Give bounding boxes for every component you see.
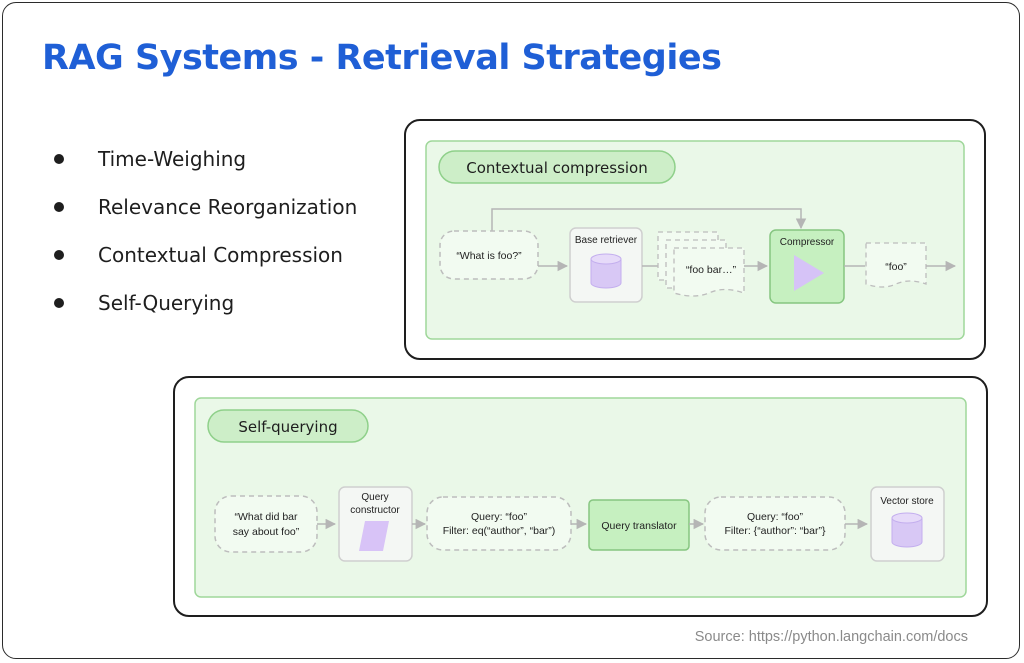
- query-constructor-label-line2: constructor: [350, 505, 400, 516]
- documents-text: “foo bar…”: [686, 264, 737, 276]
- bullet-dot-icon: [54, 298, 64, 308]
- vector-store-label: Vector store: [880, 496, 934, 507]
- output-document: [865, 242, 927, 288]
- query-bubble: [439, 230, 539, 280]
- bullet-text: Contextual Compression: [98, 243, 343, 267]
- query-bypass-arrow: [491, 208, 807, 231]
- diagram-label-pill: [207, 409, 369, 443]
- diagram-label-pill: [438, 150, 676, 184]
- database-icon: [590, 253, 622, 289]
- contextual-compression-diagram: Contextual compression “What is foo?” Ba…: [425, 140, 965, 340]
- diagram-label: Contextual compression: [466, 159, 648, 177]
- slide-title: RAG Systems - Retrieval Strategies: [42, 38, 722, 78]
- database-icon: [891, 512, 923, 548]
- structured-query-line1: Query: “foo”: [471, 511, 528, 523]
- bullet-item: Relevance Reorganization: [52, 190, 357, 238]
- bullet-list: Time-Weighing Relevance Reorganization C…: [52, 142, 357, 334]
- question-text-line2: say about foo”: [233, 526, 300, 538]
- parallelogram-icon: [359, 521, 389, 551]
- bullet-item: Time-Weighing: [52, 142, 357, 190]
- question-bubble: [214, 495, 318, 553]
- query-translator-node: [588, 499, 690, 551]
- bullet-text: Self-Querying: [98, 291, 235, 315]
- diagram-label: Self-querying: [238, 418, 337, 436]
- self-querying-diagram: Self-querying “What did bar say about fo…: [194, 397, 967, 598]
- structured-query-bubble: [426, 496, 572, 551]
- query-translator-label: Query translator: [601, 520, 677, 532]
- base-retriever-label: Base retriever: [575, 235, 638, 246]
- question-text-line1: “What did bar: [234, 511, 298, 523]
- bullet-item: Contextual Compression: [52, 238, 357, 286]
- self-querying-panel: Self-querying “What did bar say about fo…: [173, 376, 988, 617]
- source-citation: Source: https://python.langchain.com/doc…: [694, 629, 968, 645]
- bullet-text: Time-Weighing: [98, 147, 247, 171]
- translated-query-bubble: [704, 496, 846, 551]
- translated-query-line1: Query: “foo”: [747, 511, 804, 523]
- bullet-text: Relevance Reorganization: [98, 195, 358, 219]
- output-text: “foo”: [885, 261, 907, 273]
- bullet-item: Self-Querying: [52, 286, 357, 334]
- documents-stack: [657, 231, 745, 297]
- query-text: “What is foo?”: [456, 250, 522, 262]
- contextual-compression-panel: Contextual compression “What is foo?” Ba…: [404, 119, 986, 360]
- query-constructor-label-line1: Query: [361, 492, 388, 503]
- bullet-dot-icon: [54, 154, 64, 164]
- compressor-label: Compressor: [780, 237, 835, 248]
- compressor-play-icon: [794, 255, 824, 291]
- bullet-dot-icon: [54, 202, 64, 212]
- translated-query-line2: Filter: {“author”: “bar”}: [725, 525, 826, 537]
- bullet-dot-icon: [54, 250, 64, 260]
- structured-query-line2: Filter: eq(“author”, “bar”): [443, 525, 556, 537]
